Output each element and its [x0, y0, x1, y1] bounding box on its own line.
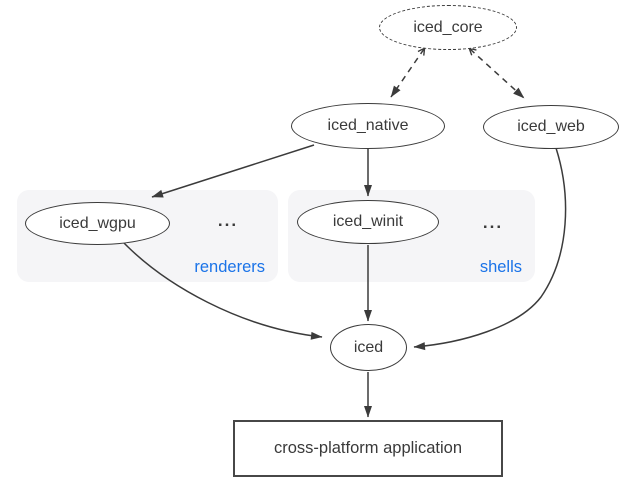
- node-iced-web: iced_web: [483, 105, 619, 149]
- edge-iced-wgpu-to-iced: [122, 241, 323, 340]
- node-iced-wgpu: iced_wgpu: [25, 202, 170, 245]
- edge-iced-web-to-iced: [413, 147, 567, 351]
- shells-group-label: shells: [479, 258, 522, 276]
- renderers-group-label: renderers: [194, 258, 265, 276]
- shells-ellipsis: ...: [482, 213, 504, 232]
- node-iced-core-label: iced_core: [413, 18, 483, 36]
- node-iced-native: iced_native: [291, 103, 445, 149]
- node-iced-core: iced_core: [379, 5, 517, 50]
- node-iced: iced: [330, 324, 407, 371]
- node-iced-wgpu-label: iced_wgpu: [59, 214, 136, 232]
- node-iced-native-label: iced_native: [327, 117, 409, 134]
- node-iced-label: iced: [353, 338, 384, 356]
- edge-iced-core-to-iced-web: [468, 47, 525, 99]
- renderers-ellipsis: ...: [217, 211, 239, 230]
- edge-iced-native-to-iced-wgpu: [151, 144, 315, 198]
- node-cross-platform-application: cross-platform application: [233, 420, 503, 477]
- node-cross-platform-application-label: cross-platform application: [274, 439, 462, 457]
- node-iced-winit: iced_winit: [297, 200, 439, 244]
- node-iced-web-label: iced_web: [517, 118, 585, 135]
- node-iced-winit-label: iced_winit: [332, 213, 404, 230]
- edge-iced-core-to-iced-native: [390, 46, 426, 98]
